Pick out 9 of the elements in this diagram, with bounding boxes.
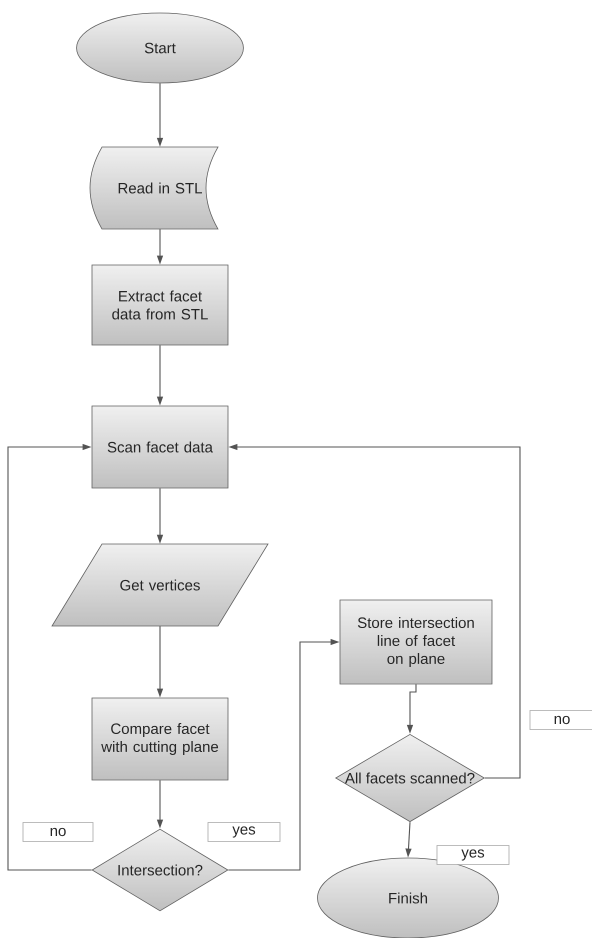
process-box: Compare facet with cutting plane bbox=[92, 698, 228, 780]
edge-label: yes bbox=[436, 845, 510, 865]
edge-label: yes bbox=[208, 822, 280, 842]
arrow bbox=[7, 444, 92, 871]
process-box: Extract facet data from STL bbox=[92, 264, 228, 346]
process-box: Store intersection line of facet on plane bbox=[340, 600, 492, 684]
process-box: Scan facet data bbox=[92, 406, 228, 488]
edge-label: no bbox=[530, 710, 592, 730]
edge-label: no bbox=[22, 822, 94, 842]
